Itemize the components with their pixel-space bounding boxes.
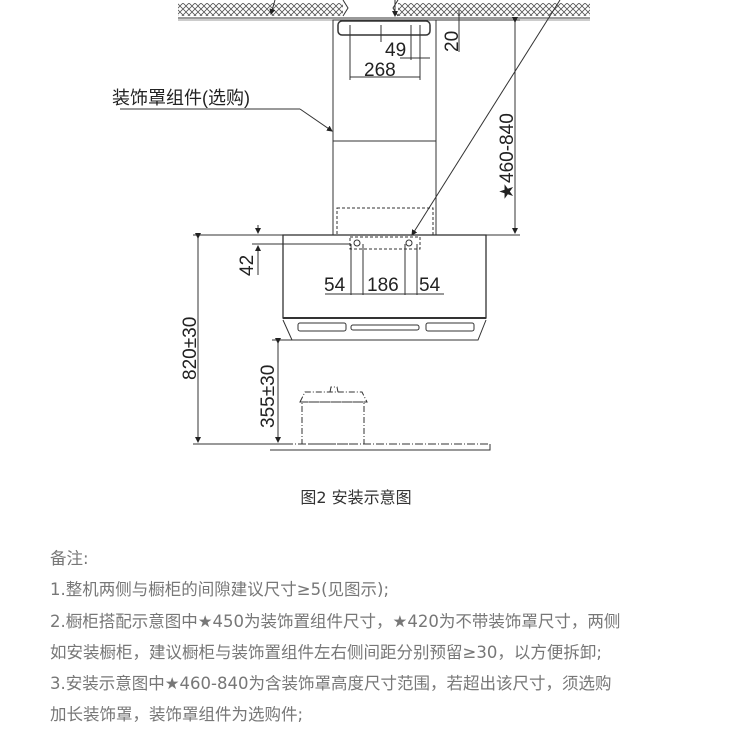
countertop [270,443,491,451]
note-line: 2.橱柜搭配示意图中★450为装饰置组件尺寸，★420为不带装饰罩尺寸，两侧 [50,611,621,631]
dim-268: 268 [364,60,396,81]
dim-820: 820±30 [180,317,201,380]
note-line: 加长装饰罩，装饰罩组件为选购件; [50,705,304,725]
dim-54-right: 54 [419,275,441,296]
dim-54-left: 54 [324,275,346,296]
note-line: 如安装橱柜，建议橱柜与装饰置组件左右侧间距分别预留≥30，以方便拆卸; [50,642,602,662]
dim-20: 20 [442,31,463,52]
dim-height-range: ★460-840 [497,113,518,200]
figure-caption: 图2 安装示意图 [300,488,412,507]
notes-section: 备注: 1.整机两侧与橱柜的间隙建议尺寸≥5(见图示); 2.橱柜搭配示意图中★… [50,543,620,731]
note-line: 3.安装示意图中★460-840为含装饰罩高度尺寸范围，若超出该尺寸，须选购 [50,674,612,694]
dim-49: 49 [385,40,406,61]
cooking-pot [299,386,368,445]
dim-42: 42 [237,255,258,276]
ceiling [178,0,590,21]
component-label: 装饰罩组件(选购) [112,88,250,108]
notes-title: 备注: [50,549,89,568]
installation-diagram: 装饰罩组件(选购) 49 268 20 ★460-840 42 54 186 5… [112,0,590,451]
range-hood-body [282,234,487,341]
dim-186: 186 [367,275,399,296]
note-line: 1.整机两侧与橱柜的间隙建议尺寸≥5(见图示); [50,580,389,600]
dim-355: 355±30 [258,365,279,428]
